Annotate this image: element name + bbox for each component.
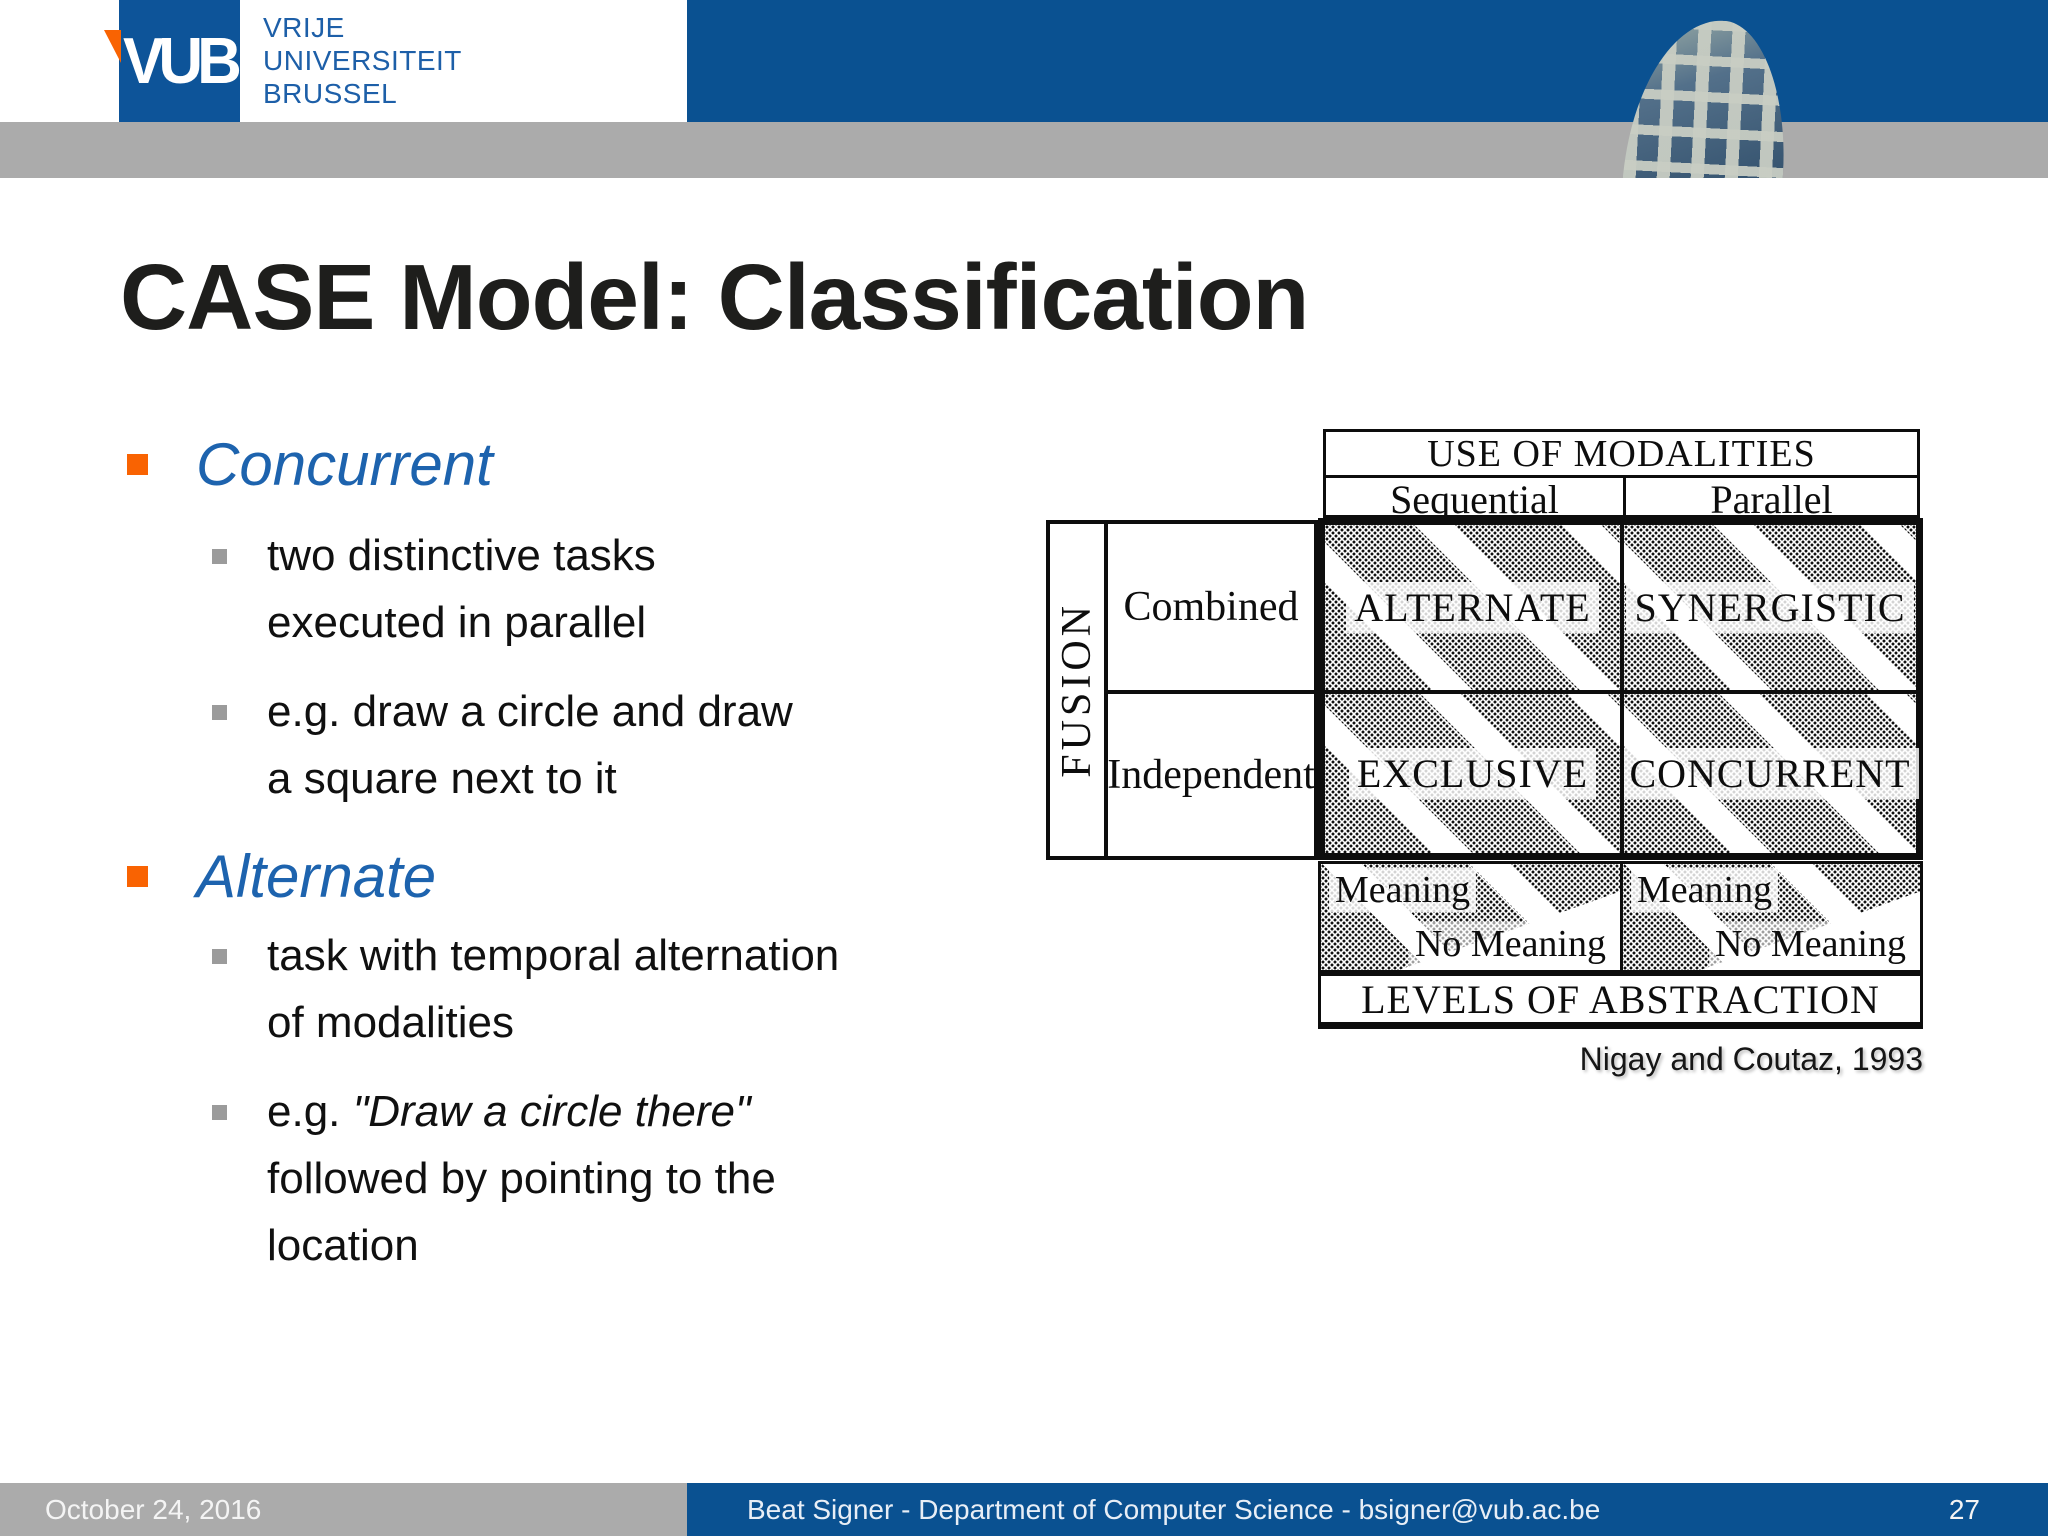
sub-bullet-line: a square next to it <box>267 754 617 803</box>
fusion-strip: FUSION <box>1050 524 1108 856</box>
grid-divider <box>1620 525 1624 853</box>
footer-page-number: 27 <box>1948 1493 1980 1525</box>
footer-info-band: Beat Signer - Department of Computer Sci… <box>687 1483 2048 1536</box>
wordmark-line: BRUSSEL <box>263 78 398 109</box>
row-divider <box>1104 690 1314 694</box>
modalities-header-box: USE OF MODALITIES Sequential Parallel <box>1323 429 1920 522</box>
building-photo <box>1608 12 1792 178</box>
sub-bullet-square-icon <box>212 1105 227 1120</box>
sub-bullet: task with temporal alternation of modali… <box>212 922 1032 1056</box>
diagram-caption: Nigay and Coutaz, 1993 <box>1579 1041 1923 1077</box>
bullet-heading: Concurrent <box>196 431 493 498</box>
bullet-square-icon <box>127 454 148 475</box>
header-blue-band <box>687 0 2048 122</box>
sub-bullet-square-icon <box>212 549 227 564</box>
vub-logo-text: VUB <box>123 25 242 97</box>
vub-logo: VUB <box>119 0 242 122</box>
case-model-diagram: USE OF MODALITIES Sequential Parallel FU… <box>1046 429 1923 1099</box>
footer-date-band: October 24, 2016 <box>0 1483 687 1536</box>
sub-bullet-line: followed by pointing to the <box>267 1154 776 1203</box>
wordmark-line: UNIVERSITEIT <box>263 45 462 76</box>
sub-bullet-line: location <box>267 1221 419 1270</box>
sub-bullet: e.g. "Draw a circle there" followed by p… <box>212 1078 1032 1279</box>
bullet-heading: Alternate <box>196 843 437 910</box>
bullet-concurrent: Concurrent <box>127 428 987 502</box>
header-white-area <box>0 0 687 122</box>
wordmark-line: VRIJE <box>263 12 345 43</box>
bullet-alternate: Alternate <box>127 840 987 914</box>
fusion-label: FUSION <box>1054 602 1100 778</box>
sub-bullet-square-icon <box>212 705 227 720</box>
sub-bullet: two distinctive tasks executed in parall… <box>212 522 1032 656</box>
combined-label: Combined <box>1123 584 1299 630</box>
sub-bullet-line: of modalities <box>267 998 515 1047</box>
cell-alternate: ALTERNATE <box>1325 525 1620 690</box>
use-of-modalities-label: USE OF MODALITIES <box>1326 432 1917 478</box>
sub-bullet-line: e.g. draw a circle and draw <box>267 687 793 736</box>
sub-bullet-line: executed in parallel <box>267 598 647 647</box>
eg-quote: "Draw a circle there" <box>352 1087 751 1136</box>
cell-concurrent: CONCURRENT <box>1621 694 1919 853</box>
sub-bullet-square-icon <box>212 949 227 964</box>
page-title: CASE Model: Classification <box>120 245 1309 349</box>
cell-exclusive: EXCLUSIVE <box>1325 694 1620 853</box>
footer-author: Beat Signer - Department of Computer Sci… <box>747 1493 1601 1525</box>
footer-date: October 24, 2016 <box>45 1493 262 1525</box>
meaning-cell-parallel: Meaning No Meaning <box>1623 864 1920 970</box>
meaning-cell-sequential: Meaning No Meaning <box>1321 864 1623 970</box>
sequential-label: Sequential <box>1326 477 1626 522</box>
eg-prefix: e.g. <box>267 1087 353 1136</box>
fusion-box: FUSION Combined Independent <box>1046 520 1318 860</box>
sub-bullet-line: task with temporal alternation <box>267 931 840 980</box>
modalities-grid: ALTERNATE SYNERGISTIC EXCLUSIVE CONCURRE… <box>1318 518 1923 860</box>
meaning-section: Meaning No Meaning Meaning No Meaning <box>1318 861 1923 973</box>
sub-bullet-line: e.g. "Draw a circle there" <box>267 1078 1032 1145</box>
bullet-square-icon <box>127 866 148 887</box>
building-tower-shape <box>1621 15 1791 178</box>
levels-of-abstraction-box: LEVELS OF ABSTRACTION <box>1318 973 1923 1029</box>
vub-wordmark: VRIJE UNIVERSITEIT BRUSSEL <box>263 11 462 110</box>
sub-bullet-line: two distinctive tasks <box>267 531 656 580</box>
parallel-label: Parallel <box>1710 477 1833 522</box>
grid-divider <box>1325 690 1916 694</box>
independent-label: Independent <box>1107 752 1315 798</box>
cell-synergistic: SYNERGISTIC <box>1624 525 1916 690</box>
sub-bullet: e.g. draw a circle and draw a square nex… <box>212 678 1032 812</box>
